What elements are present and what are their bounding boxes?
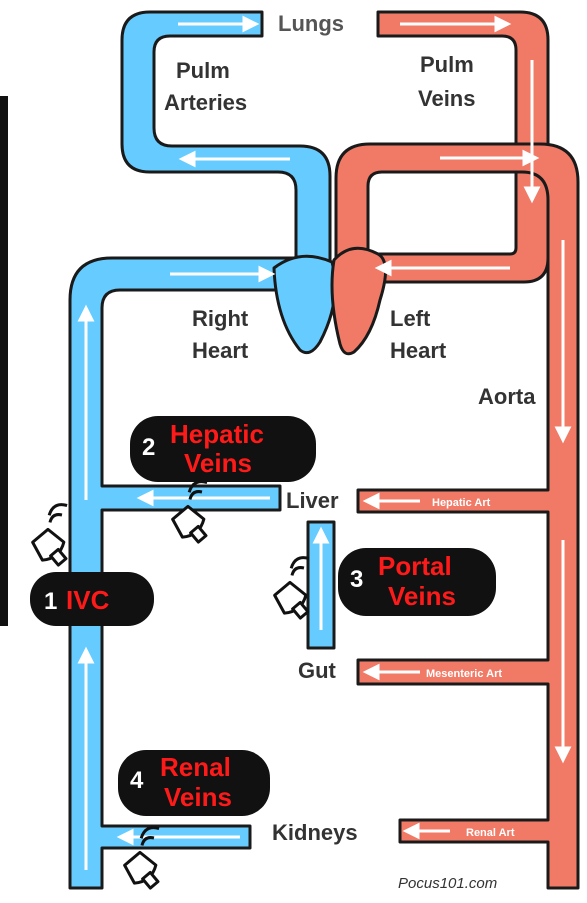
pulmonary-artery-vessel — [122, 12, 330, 264]
badge-portal-num: 3 — [350, 566, 363, 593]
badge-portal-line2: Veins — [388, 581, 456, 611]
badge-hepatic-line2: Veins — [184, 448, 252, 478]
credit-text: Pocus101.com — [398, 875, 497, 892]
label-pulm-arteries-2: Arteries — [164, 90, 247, 115]
label-left-heart-2: Heart — [390, 338, 447, 363]
badge-ivc-num: 1 — [44, 588, 57, 615]
badge-ivc-text: IVC — [66, 585, 110, 615]
badge-renal-veins: 4 Renal Veins — [118, 750, 270, 816]
badge-renal-line1: Renal — [160, 752, 231, 782]
label-aorta: Aorta — [478, 384, 536, 409]
left-heart — [332, 248, 386, 354]
badge-ivc: 1 IVC — [30, 572, 154, 626]
right-heart — [274, 256, 335, 352]
label-pulm-arteries-1: Pulm — [176, 58, 230, 83]
badge-hepatic-line1: Hepatic — [170, 419, 264, 449]
badge-portal-line1: Portal — [378, 551, 452, 581]
badge-portal-veins: 3 Portal Veins — [338, 548, 496, 616]
label-mesenteric-art: Mesenteric Art — [426, 668, 502, 680]
label-right-heart-2: Heart — [192, 338, 249, 363]
label-hepatic-art: Hepatic Art — [432, 497, 491, 509]
badge-hepatic-num: 2 — [142, 434, 155, 461]
label-renal-art: Renal Art — [466, 827, 515, 839]
badge-renal-line2: Veins — [164, 782, 232, 812]
badge-hepatic-veins: 2 Hepatic Veins — [130, 416, 316, 482]
label-left-heart-1: Left — [390, 306, 431, 331]
label-gut: Gut — [298, 658, 337, 683]
badge-renal-num: 4 — [130, 767, 144, 794]
label-right-heart-1: Right — [192, 306, 249, 331]
label-pulm-veins-1: Pulm — [420, 52, 474, 77]
label-pulm-veins-2: Veins — [418, 86, 475, 111]
label-lungs: Lungs — [278, 11, 344, 36]
label-kidneys: Kidneys — [272, 820, 358, 845]
arterial-system — [332, 12, 578, 888]
label-liver: Liver — [286, 488, 339, 513]
left-edge-bar — [0, 96, 8, 626]
